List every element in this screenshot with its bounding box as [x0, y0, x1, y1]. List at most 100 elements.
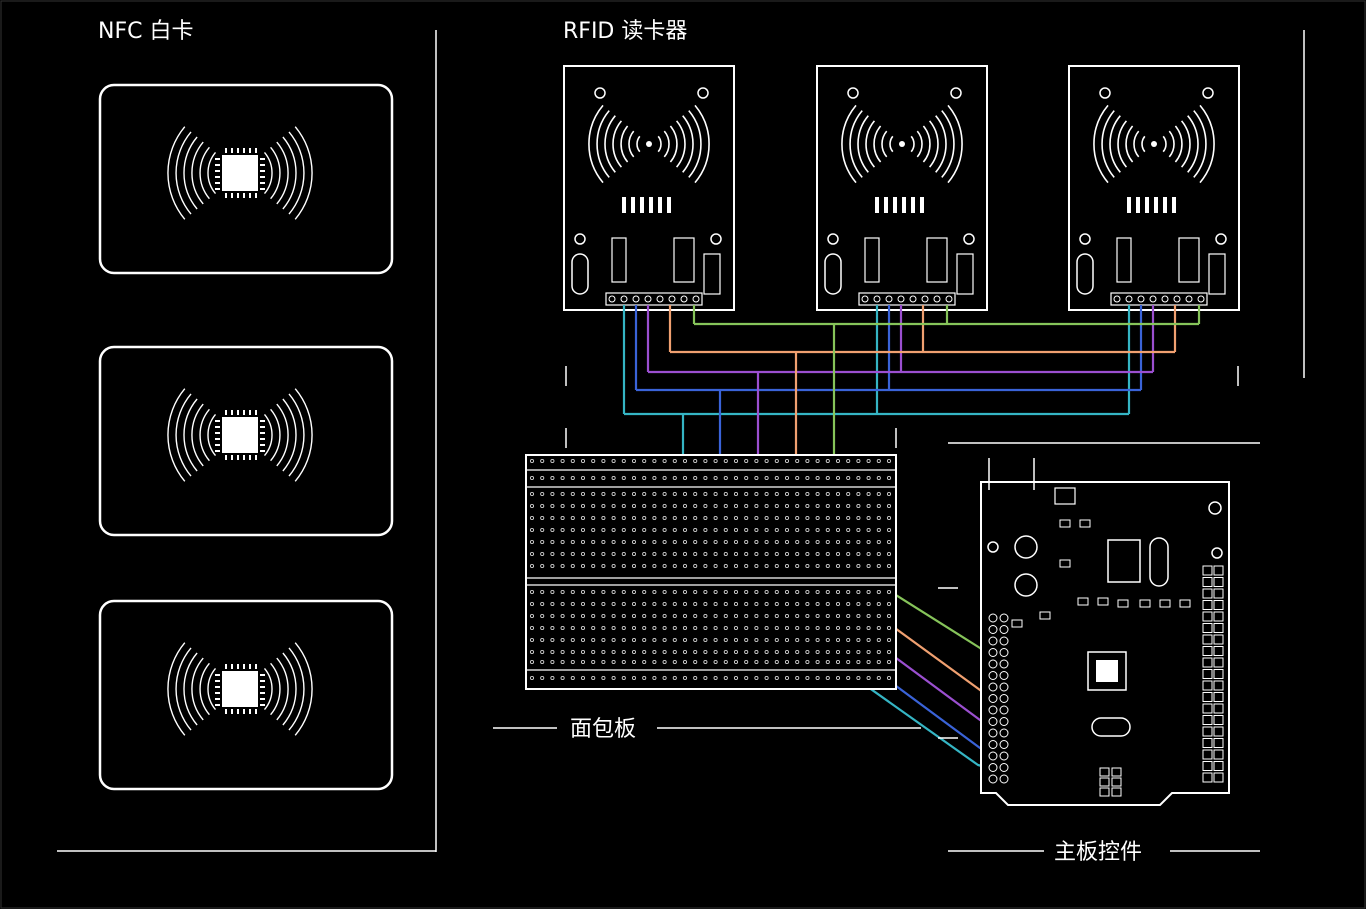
reader-pad — [902, 197, 906, 213]
breadboard-hole — [682, 601, 688, 607]
chip-pin — [215, 158, 220, 160]
breadboard-hole — [764, 675, 769, 681]
breadboard-hole — [733, 475, 739, 481]
chip-pin — [249, 410, 251, 415]
chip-pin — [215, 450, 220, 452]
breadboard-hole — [764, 551, 769, 557]
breadboard-hole — [774, 527, 779, 533]
breadboard-hole — [570, 675, 575, 681]
breadboard-hole — [754, 675, 759, 681]
breadboard-hole — [611, 527, 616, 533]
breadboard-hole — [672, 649, 677, 655]
reader-pad — [884, 197, 888, 213]
breadboard-hole — [621, 659, 626, 665]
antenna-wave — [1187, 115, 1199, 173]
breadboard-hole — [652, 551, 657, 557]
breadboard-hole — [733, 589, 739, 595]
breadboard-holes — [529, 458, 892, 681]
header-pin — [988, 636, 998, 646]
header-pin — [1173, 295, 1181, 303]
breadboard-hole — [876, 458, 881, 464]
breadboard-hole — [856, 659, 861, 665]
chip-pin — [260, 686, 265, 688]
breadboard-hole — [560, 625, 565, 631]
breadboard-hole — [713, 491, 718, 497]
breadboard-hole — [560, 589, 565, 595]
breadboard-hole — [591, 601, 596, 607]
breadboard-hole — [886, 527, 892, 533]
header-pin — [999, 636, 1009, 646]
breadboard-hole — [723, 527, 728, 533]
breadboard-hole — [662, 563, 667, 569]
breadboard-hole — [723, 458, 728, 464]
nfc-wave — [199, 662, 210, 716]
header-pin — [1202, 669, 1213, 679]
chip-pin — [215, 438, 220, 440]
breadboard-hole — [611, 637, 616, 643]
header-pin — [620, 295, 628, 303]
breadboard-hole — [764, 625, 769, 631]
header-pin — [988, 613, 998, 623]
breadboard-hole — [591, 527, 596, 533]
breadboard-hole — [580, 458, 586, 464]
breadboard-hole — [693, 491, 698, 497]
breadboard-hole — [764, 613, 769, 619]
breadboard-hole — [846, 458, 851, 464]
breadboard-hole — [621, 563, 626, 569]
breadboard-hole — [703, 539, 708, 545]
breadboard-hole — [774, 659, 779, 665]
breadboard-hole — [835, 649, 841, 655]
breadboard-hole — [744, 458, 749, 464]
breadboard-hole — [825, 601, 830, 607]
breadboard-hole — [693, 539, 698, 545]
breadboard-hole — [682, 563, 688, 569]
breadboard-hole — [784, 601, 790, 607]
breadboard-hole — [611, 458, 616, 464]
header-pin — [999, 625, 1009, 634]
breadboard-hole — [815, 527, 820, 533]
mount-hole — [1099, 87, 1111, 99]
breadboard-hole — [784, 515, 790, 521]
breadboard-hole — [784, 613, 790, 619]
breadboard-hole — [652, 649, 657, 655]
breadboard-hole — [621, 589, 626, 595]
breadboard-hole — [846, 491, 851, 497]
breadboard-hole — [733, 613, 739, 619]
antenna-wave — [947, 104, 963, 184]
breadboard-hole — [693, 675, 698, 681]
breadboard-hole — [642, 539, 647, 545]
header-pin — [644, 295, 652, 303]
breadboard-hole — [886, 503, 892, 509]
breadboard-hole — [754, 539, 759, 545]
breadboard-hole — [621, 515, 626, 521]
breadboard-hole — [733, 649, 739, 655]
breadboard-hole — [846, 649, 851, 655]
smd-component — [1011, 619, 1023, 628]
breadboard-hole — [591, 491, 596, 497]
breadboard-hole — [672, 551, 677, 557]
header-pin — [1213, 611, 1224, 622]
chip-pin — [243, 193, 245, 198]
breadboard-hole — [825, 563, 830, 569]
nfc-wave — [288, 393, 305, 477]
breadboard-hole — [733, 551, 739, 557]
breadboard-hole — [570, 503, 575, 509]
breadboard-hole — [560, 613, 565, 619]
breadboard-hole — [601, 589, 606, 595]
breadboard-hole — [774, 601, 779, 607]
breadboard-hole — [744, 539, 749, 545]
header-pin — [988, 705, 998, 715]
mount-hole — [697, 87, 709, 99]
breadboard-hole — [529, 539, 535, 545]
breadboard-hole — [642, 527, 647, 533]
breadboard-hole — [764, 527, 769, 533]
header-pin — [999, 774, 1009, 784]
breadboard-hole — [621, 637, 626, 643]
breadboard-hole — [835, 613, 841, 619]
nfc-wave — [270, 662, 281, 716]
breadboard-hole — [825, 675, 830, 681]
nfc-wave — [175, 393, 192, 477]
breadboard-hole — [672, 475, 677, 481]
breadboard-hole — [540, 601, 545, 607]
chip-pin — [243, 410, 245, 415]
